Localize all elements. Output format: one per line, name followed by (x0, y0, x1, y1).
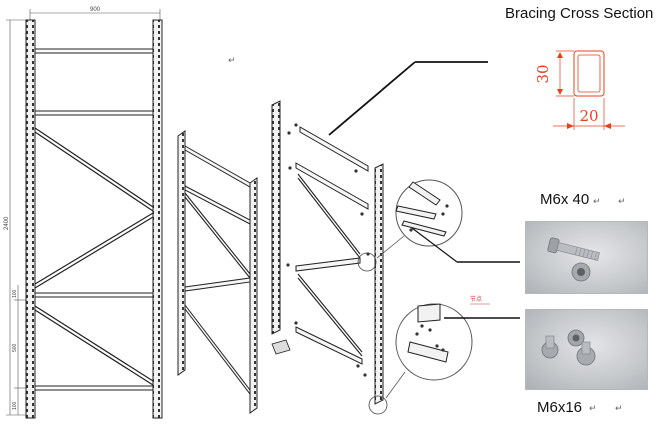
bolt-m6x16-photo (525, 309, 648, 390)
detail-tag: 节点 (470, 295, 482, 303)
dimension-label-3: 100 (12, 401, 18, 410)
connection-detail-top (376, 179, 520, 263)
cross-section-leader (328, 61, 488, 136)
frame-width-label: 900 (90, 7, 101, 13)
detail-callout-top (357, 252, 377, 272)
base-plate (271, 339, 291, 355)
section-width-value: 20 (579, 107, 598, 125)
bolt-m6x16-label: M6x16 (537, 399, 583, 416)
frame-height-label: 2400 (4, 216, 10, 230)
bolt-m6x40-label: M6x 40 (540, 191, 590, 208)
connection-detail-bottom: 节点 (385, 295, 520, 399)
dimension-label-1: 100 (12, 289, 18, 298)
paragraph-mark: ↵ (593, 196, 601, 206)
paragraph-mark: ↵ (615, 403, 623, 413)
paragraph-mark: ↵ (228, 55, 236, 65)
exploded-assembly (271, 100, 388, 415)
isometric-frame (177, 130, 258, 414)
section-height-value: 30 (534, 64, 552, 83)
bolt-m6x40-photo (525, 221, 648, 294)
paragraph-mark: ↵ (618, 196, 626, 206)
bracing-cross-section: 30 20 (534, 50, 625, 130)
detail-callout-bottom (368, 395, 388, 415)
bracing-cross-section-title: Bracing Cross Section (505, 5, 654, 22)
front-view-frame: 900 2400 100 500 100 (4, 7, 163, 419)
paragraph-mark: ↵ (589, 403, 597, 413)
frame-height-dimension (6, 19, 26, 416)
dimension-label-2: 500 (12, 343, 18, 352)
